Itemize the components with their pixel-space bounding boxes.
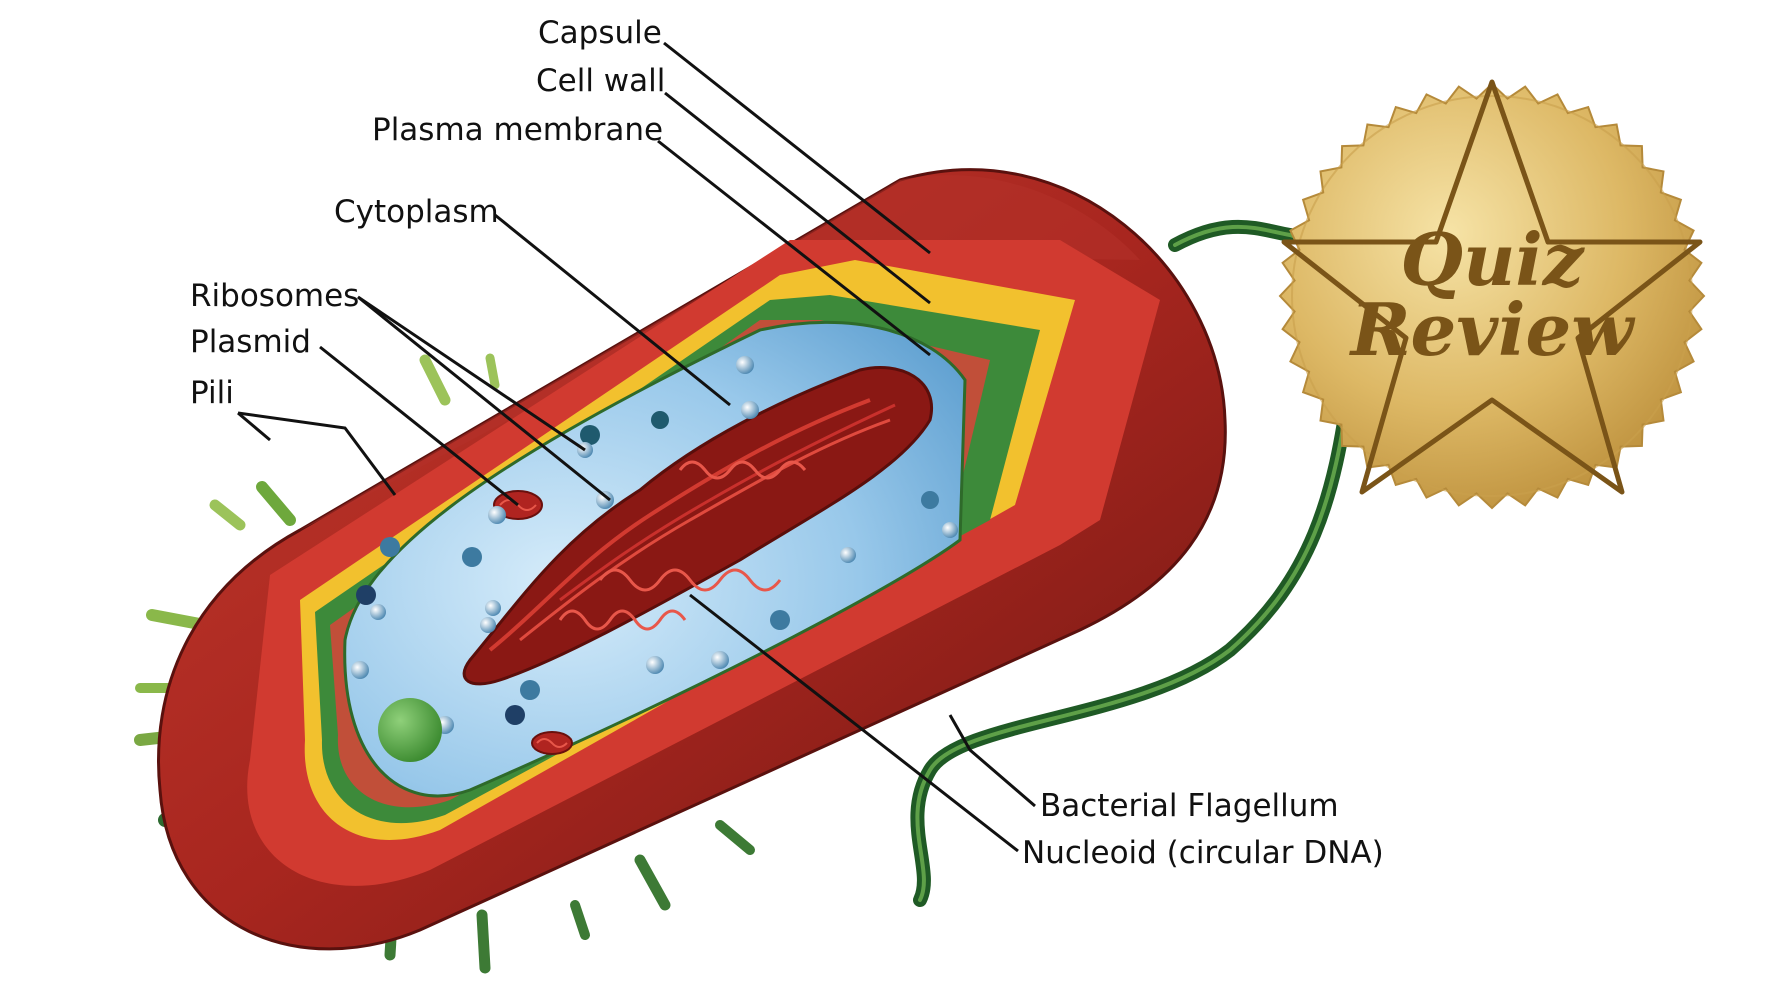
leader-lines xyxy=(237,41,1036,853)
star-icon xyxy=(1281,79,1703,495)
seal-line1: Quiz xyxy=(1400,217,1585,302)
label-ribosomes: Ribosomes xyxy=(190,278,360,314)
storage-granule xyxy=(378,698,442,762)
label-flagellum: Bacterial Flagellum xyxy=(1040,788,1339,824)
label-capsule: Capsule xyxy=(538,15,662,51)
label-cell-wall: Cell wall xyxy=(536,63,666,99)
quiz-review-seal: Quiz Review xyxy=(1278,79,1706,510)
ribosomes xyxy=(351,356,958,734)
label-nucleoid: Nucleoid (circular DNA) xyxy=(1022,835,1384,871)
seal-line2: Review xyxy=(1349,287,1637,372)
label-cytoplasm: Cytoplasm xyxy=(334,194,499,230)
plasmid-small xyxy=(531,731,573,755)
nucleoid-dna xyxy=(462,365,933,686)
label-pili: Pili xyxy=(190,375,234,411)
label-plasmid: Plasmid xyxy=(190,324,311,360)
label-plasma-membrane: Plasma membrane xyxy=(372,112,664,148)
